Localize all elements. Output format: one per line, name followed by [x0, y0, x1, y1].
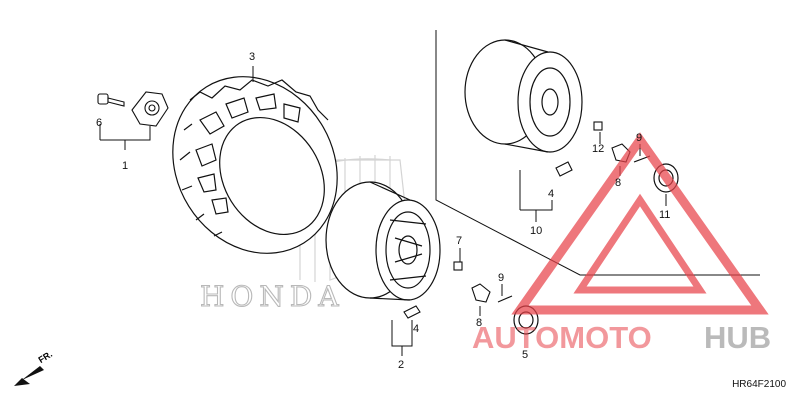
honda-watermark-text: HONDA [200, 280, 345, 313]
pin-9-front [497, 295, 513, 303]
nut-7 [453, 261, 463, 271]
callout-11: 11 [659, 209, 671, 221]
callout-5: 5 [522, 349, 529, 361]
bolt-6 [97, 93, 125, 107]
brand-watermark-part1: AUTOMOTO [472, 320, 652, 355]
callout-9-front: 9 [498, 272, 505, 284]
leader-lines [99, 66, 667, 356]
callout-8-front: 8 [476, 317, 483, 329]
brand-watermark-part2: HUB [704, 320, 771, 355]
callout-4-front: 4 [413, 323, 420, 335]
valve-4-front [403, 305, 421, 319]
nut-8-front [471, 283, 491, 303]
rim-rear [464, 39, 583, 153]
fr-arrow-icon [14, 366, 44, 386]
callout-10: 10 [530, 225, 543, 237]
callout-7: 7 [456, 235, 463, 247]
nut-12 [593, 121, 603, 131]
hub-flange [131, 91, 169, 127]
diagram-code: HR64F2100 [732, 379, 786, 390]
callout-4-rear: 4 [548, 188, 555, 200]
callout-1: 1 [122, 160, 129, 172]
callout-2: 2 [398, 359, 405, 371]
callout-8-rear: 8 [615, 177, 622, 189]
callout-12: 12 [592, 143, 605, 155]
callout-9-rear: 9 [636, 132, 643, 144]
rim-front [325, 181, 441, 301]
automotohub-logo-watermark [511, 132, 769, 315]
rear-group-frame [435, 30, 760, 276]
valve-4-rear [555, 161, 573, 177]
callout-6: 6 [96, 117, 103, 129]
tire [172, 76, 338, 254]
callout-3: 3 [249, 51, 256, 63]
